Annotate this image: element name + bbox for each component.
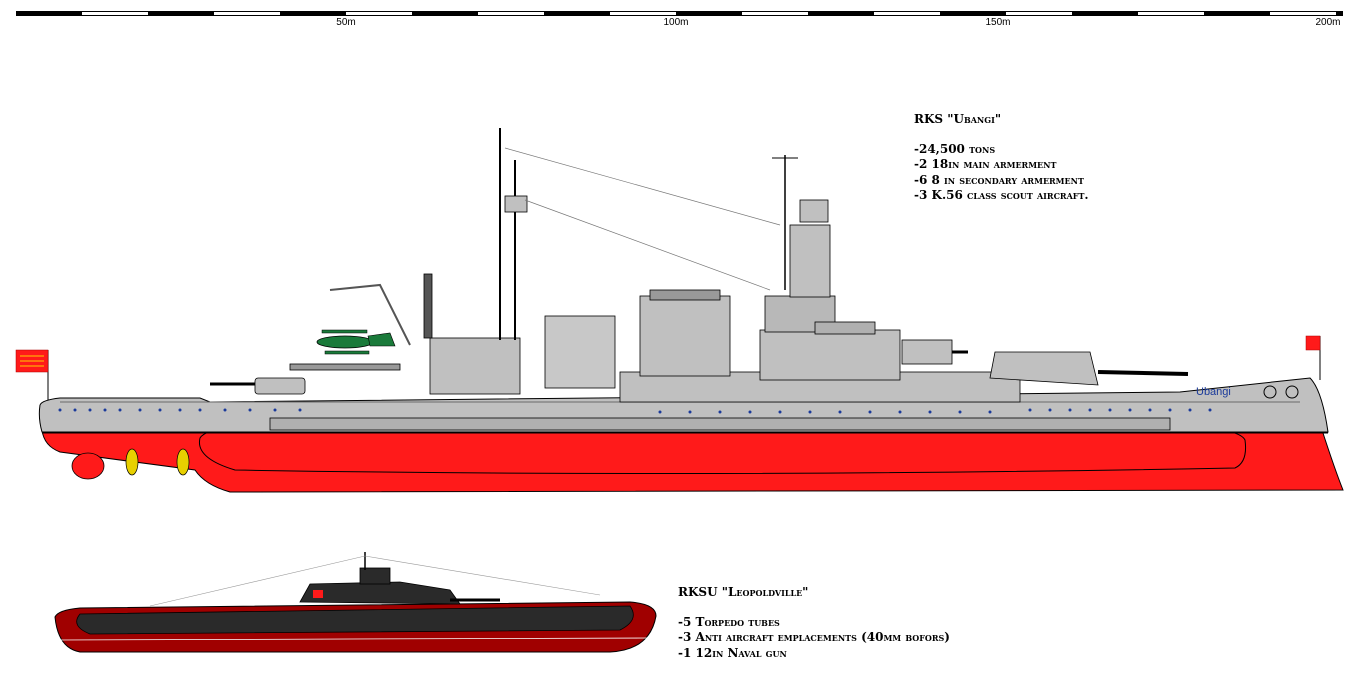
submarine-spec-line: -1 12in Naval gun [678, 645, 787, 660]
submarine-drawing [54, 552, 657, 653]
bow-flag [1305, 335, 1321, 380]
battleship-spec-line: -6 8 in secondary armerment [914, 172, 1084, 187]
scale-label-200: 200m [1315, 17, 1341, 28]
submarine-spec-line: -3 Anti aircraft emplacements (40mm bofo… [678, 630, 950, 644]
submarine-name: RKSU "Leopoldville" [678, 585, 809, 599]
submarine-spec-line: -5 Torpedo tubes [678, 614, 780, 629]
battleship-name: RKS "Ubangi" [914, 112, 1002, 126]
scout-aircraft [316, 329, 396, 355]
submarine-spec: RKSU "Leopoldville" -5 Torpedo tubes -3 … [678, 585, 950, 661]
battleship-drawing [15, 128, 1344, 493]
battleship-spec: RKS "Ubangi" -24,500 tons -2 18in main a… [914, 112, 1089, 204]
scale-bar [16, 11, 1343, 16]
hull-name-label: Ubangi [1196, 386, 1231, 398]
scale-label-100: 100m [663, 17, 689, 28]
battleship-spec-line: -3 K.56 class scout aircraft. [914, 188, 1089, 202]
scale-label-50: 50m [336, 17, 356, 28]
scale-label-150: 150m [985, 17, 1011, 28]
battleship-spec-line: -24,500 tons [914, 141, 996, 156]
propeller-icon [125, 448, 190, 476]
stern-flag [15, 349, 49, 400]
battleship-spec-line: -2 18in main armerment [914, 157, 1057, 171]
